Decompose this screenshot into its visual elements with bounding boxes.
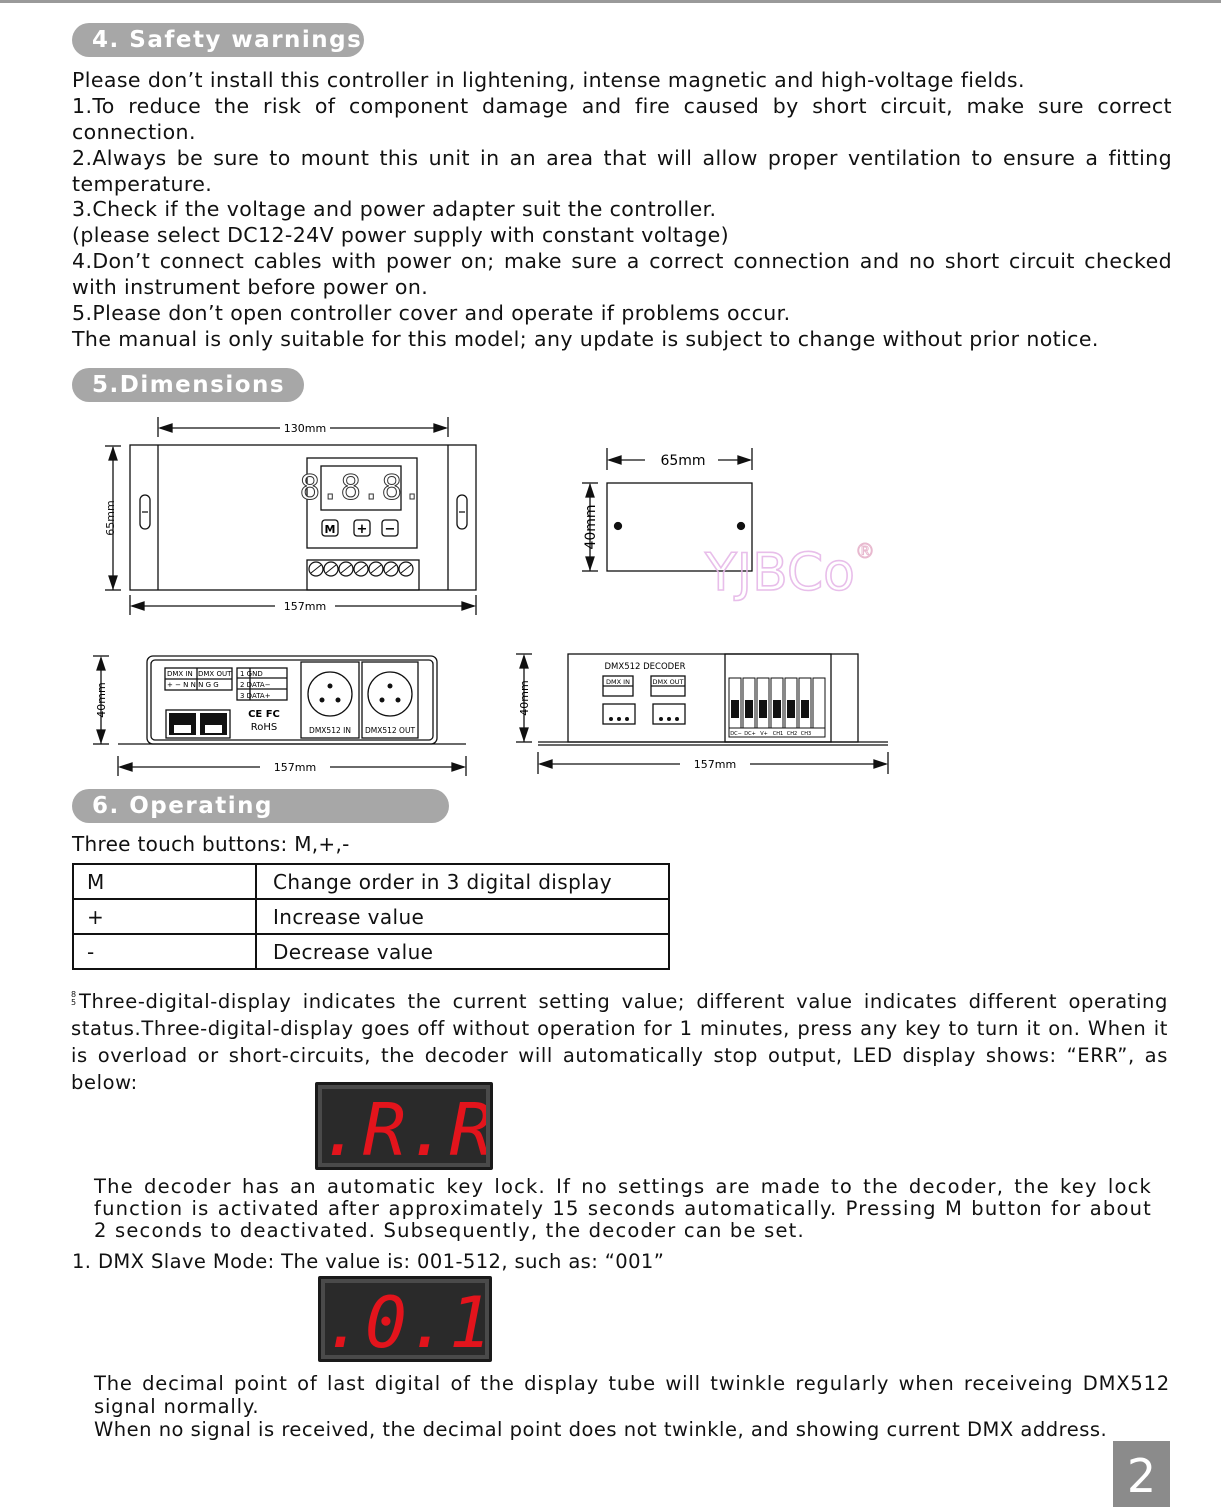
safety-disclaimer: The manual is only suitable for this mod… bbox=[72, 327, 1099, 351]
err-digits-text: E.R.R. bbox=[326, 1091, 486, 1163]
mode1-text: 1. DMX Slave Mode: The value is: 001-512… bbox=[72, 1250, 665, 1273]
rear-height-label: 40mm bbox=[95, 682, 108, 717]
registered-mark: ® bbox=[855, 539, 875, 563]
safety-item-5: 5.Please don’t open controller cover and… bbox=[72, 301, 791, 325]
decimal-point-text: The decimal point of last digital of the… bbox=[94, 1372, 1170, 1418]
no-signal-text: When no signal is received, the decimal … bbox=[94, 1418, 1108, 1441]
rear-width-label: 157mm bbox=[274, 761, 316, 774]
rear-dmx-in-label: DMX512 IN bbox=[309, 726, 351, 735]
safety-item-4: 4.Don’t connect cables with power on; ma… bbox=[72, 249, 1172, 299]
terminal-label-ch3: CH3 bbox=[801, 731, 811, 737]
table-key: + bbox=[72, 898, 257, 935]
side2-height-label: 40mm bbox=[518, 680, 531, 715]
note-mark: 8 5 bbox=[71, 990, 77, 1007]
address-led-display: 0.0.1. bbox=[318, 1276, 492, 1362]
terminal-label-dcplus: DC+ bbox=[744, 731, 756, 737]
key-lock-text: The decoder has an automatic key lock. I… bbox=[94, 1175, 1152, 1242]
front-total-label: 157mm bbox=[284, 600, 326, 613]
safety-item-1: 1.To reduce the risk of component damage… bbox=[72, 94, 1172, 144]
rear-pin1: 1 GND bbox=[240, 670, 263, 678]
err-led-display: E.R.R. bbox=[315, 1082, 493, 1170]
rear-dmx-in-small: DMX IN bbox=[167, 670, 193, 678]
rear-rohs: RoHS bbox=[251, 722, 277, 733]
side-view-2-drawing: DMX512 DECODER DMX IN DMX OUT DC− DC+ V+… bbox=[516, 653, 889, 774]
table-value: Decrease value bbox=[255, 933, 670, 970]
section-title-dimensions: 5.Dimensions bbox=[72, 368, 304, 402]
table-row: + Increase value bbox=[72, 898, 670, 935]
safety-item-3-note: (please select DC12-24V power supply wit… bbox=[72, 223, 730, 247]
side-view-drawing: 65mm 40mm YJBCo ® bbox=[582, 448, 876, 604]
front-display-digits: 8.8.8. bbox=[300, 468, 423, 508]
table-row: M Change order in 3 digital display bbox=[72, 863, 670, 900]
table-key: M bbox=[72, 863, 257, 900]
rear-pin-header: + − N N N G G bbox=[167, 681, 219, 689]
brand-logo: YJBCo bbox=[704, 543, 855, 603]
top-rule bbox=[0, 0, 1221, 3]
terminal-label-ch1: CH1 bbox=[773, 731, 783, 737]
table-row: - Decrease value bbox=[72, 933, 670, 970]
rear-pin3: 3 DATA+ bbox=[240, 692, 271, 700]
display-note-text: Three-digital-display indicates the curr… bbox=[71, 990, 1168, 1094]
safety-item-2: 2.Always be sure to mount this unit in a… bbox=[72, 146, 1172, 196]
safety-item-3: 3.Check if the voltage and power adapter… bbox=[72, 197, 717, 221]
address-digits: 0.0.1. bbox=[329, 1285, 485, 1355]
side2-dmx-in: DMX IN bbox=[606, 678, 630, 686]
table-value: Increase value bbox=[255, 898, 670, 935]
side-width-label: 65mm bbox=[660, 453, 705, 469]
safety-intro: Please don’t install this controller in … bbox=[72, 68, 1025, 92]
side2-dmx-out: DMX OUT bbox=[653, 678, 684, 686]
rear-cert-marks: CE FC bbox=[248, 709, 280, 720]
terminal-label-ch2: CH2 bbox=[787, 731, 797, 737]
side2-width-label: 157mm bbox=[694, 758, 736, 771]
decoder-title-label: DMX512 DECODER bbox=[605, 662, 686, 672]
front-view-drawing: 130mm 65mm 157mm 8.8.8. M + − bbox=[104, 417, 477, 615]
table-value: Change order in 3 digital display bbox=[255, 863, 670, 900]
front-height-label: 65mm bbox=[104, 500, 117, 535]
rear-dmx-out-small: DMX OUT bbox=[198, 670, 232, 678]
front-width-label: 130mm bbox=[284, 422, 326, 435]
address-digits-text: 0.0.1. bbox=[329, 1285, 485, 1355]
section-title-operating: 6. Operating instructions bbox=[72, 789, 449, 853]
page-number: 2 bbox=[1113, 1441, 1170, 1507]
rear-pin2: 2 DATA− bbox=[240, 681, 271, 689]
section-title-safety: 4. Safety warnings bbox=[72, 23, 364, 57]
front-btn-plus: + bbox=[357, 522, 368, 537]
rear-dmx-out-label: DMX512 OUT bbox=[365, 726, 415, 735]
buttons-table: M Change order in 3 digital display + In… bbox=[72, 863, 670, 970]
err-digits: E.R.R. bbox=[326, 1091, 486, 1163]
terminal-label-vplus: V+ bbox=[760, 731, 768, 737]
front-btn-m: M bbox=[325, 523, 336, 536]
terminal-label-dcminus: DC− bbox=[730, 731, 742, 737]
buttons-caption: Three touch buttons: M,+,- bbox=[72, 832, 350, 856]
front-btn-minus: − bbox=[385, 522, 396, 537]
table-key: - bbox=[72, 933, 257, 970]
rear-view-drawing: DMX IN DMX OUT + − N N N G G 1 GND 2 DAT… bbox=[93, 655, 467, 776]
side-height-label: 40mm bbox=[583, 504, 599, 549]
